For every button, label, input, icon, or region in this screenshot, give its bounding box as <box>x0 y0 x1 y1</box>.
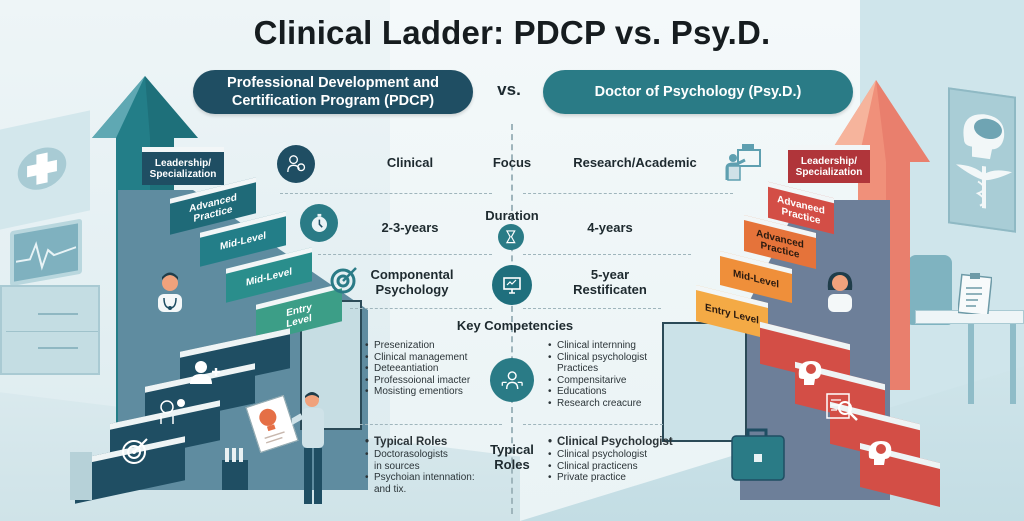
psyd-title: Doctor of Psychology (Psy.D.) <box>594 84 802 100</box>
briefcase-icon <box>731 428 785 481</box>
lightbulb-poster <box>245 394 299 454</box>
focus-left-value: Clinical <box>386 155 434 170</box>
psyd-roles-list: Clinical Psychologist Clinical psycholog… <box>548 435 688 484</box>
mentoring-icon <box>160 399 185 424</box>
row-divider <box>523 424 663 425</box>
pdcp-title-line1: Professional Development and <box>227 75 439 91</box>
duration-right-value: 4-years <box>587 220 633 235</box>
typical-roles-label: Typical Roles <box>490 442 534 472</box>
network-person-icon <box>490 358 534 402</box>
list-item: Psychoian intennation:and tix. <box>365 472 500 495</box>
row-divider <box>350 308 492 309</box>
list-item: Private practice <box>548 472 688 484</box>
list-item: Mosisting ementiors <box>365 386 495 398</box>
right-step-leadership: Leadership/Specialization <box>788 145 870 183</box>
brain-head-icon <box>798 361 822 385</box>
row-divider <box>280 193 492 194</box>
psyd-header-pill: Doctor of Psychology (Psy.D.) <box>543 70 853 114</box>
focus-right-value: Research/Academic <box>573 155 697 170</box>
pencils <box>225 448 245 462</box>
target-goal-icon <box>330 266 358 294</box>
caduceus-icon <box>956 164 1012 209</box>
left-lower-stairs <box>70 328 300 504</box>
row-divider <box>523 254 691 255</box>
page-title: Clinical Ladder: PDCP vs. Psy.D. <box>253 14 771 51</box>
brain-head-icon <box>868 441 892 465</box>
target-icon <box>122 438 148 464</box>
list-item: Clinical internning <box>548 340 678 352</box>
key-competencies-label: Key Competencies <box>456 318 574 333</box>
vs-label: vs. <box>497 80 521 99</box>
center-divider <box>511 124 513 514</box>
people-thinking-icon <box>286 154 305 172</box>
pencil-cup <box>222 460 248 490</box>
list-item: Deteeantiation <box>365 363 495 375</box>
list-item: Clinical psychologist <box>548 449 688 461</box>
list-item: Clinical practicens <box>548 461 688 473</box>
person-figure <box>292 392 324 504</box>
pdcp-title-line2: Certification Program (PDCP) <box>231 93 435 109</box>
add-user-icon <box>190 361 220 384</box>
lightbulb-icon <box>259 408 285 444</box>
brain-head-icon <box>963 114 1005 160</box>
clinical-focus-icon <box>277 145 315 183</box>
research-magnifier-icon <box>826 393 858 421</box>
female-doctor-icon <box>827 272 853 312</box>
brain-caduceus-poster <box>948 87 1016 233</box>
row-divider <box>318 254 492 255</box>
desk-leg <box>1010 324 1016 404</box>
duration-left-value: 2-3-years <box>381 220 439 235</box>
list-item: Compensitarive <box>548 375 678 387</box>
roles-heading: Typical Roles <box>365 435 500 449</box>
pdcp-header-pill: Professional Development and Certificati… <box>193 70 473 114</box>
left-desk <box>0 285 100 375</box>
pdcp-competencies-list: Presenization Clinical management Deteea… <box>365 340 495 398</box>
male-doctor-icon <box>158 272 182 312</box>
heartbeat-icon <box>16 241 77 271</box>
focus-label: Focus <box>492 155 532 170</box>
psyd-competencies-list: Clinical internning Clinical psychologis… <box>548 340 678 409</box>
list-item: Professoional imacter <box>365 375 495 387</box>
medical-cross-sign <box>0 110 90 230</box>
desk-leg <box>968 324 974 404</box>
teaching-presentation-icon <box>725 144 761 181</box>
third-row-left-value: Componental Psychology <box>370 267 454 297</box>
computer-monitor-icon <box>492 265 532 305</box>
stopwatch-icon <box>300 204 338 242</box>
medical-cross-icon <box>17 147 67 190</box>
third-row-right-value: 5-year Restificaten <box>573 267 647 297</box>
hourglass-icon <box>498 224 524 250</box>
row-divider <box>523 193 733 194</box>
row-divider <box>523 308 661 309</box>
heart-monitor <box>10 218 82 287</box>
left-step-leadership: Leadership/Specialization <box>142 147 224 185</box>
list-item: Research creacure <box>548 398 678 410</box>
roles-heading: Clinical Psychologist <box>548 435 688 449</box>
duration-label: Duration <box>485 208 539 223</box>
clipboard-icon <box>958 273 992 314</box>
list-item: Educations <box>548 386 678 398</box>
row-divider <box>360 424 502 425</box>
list-item: Presenization <box>365 340 495 352</box>
list-item: Clinical management <box>365 352 495 364</box>
